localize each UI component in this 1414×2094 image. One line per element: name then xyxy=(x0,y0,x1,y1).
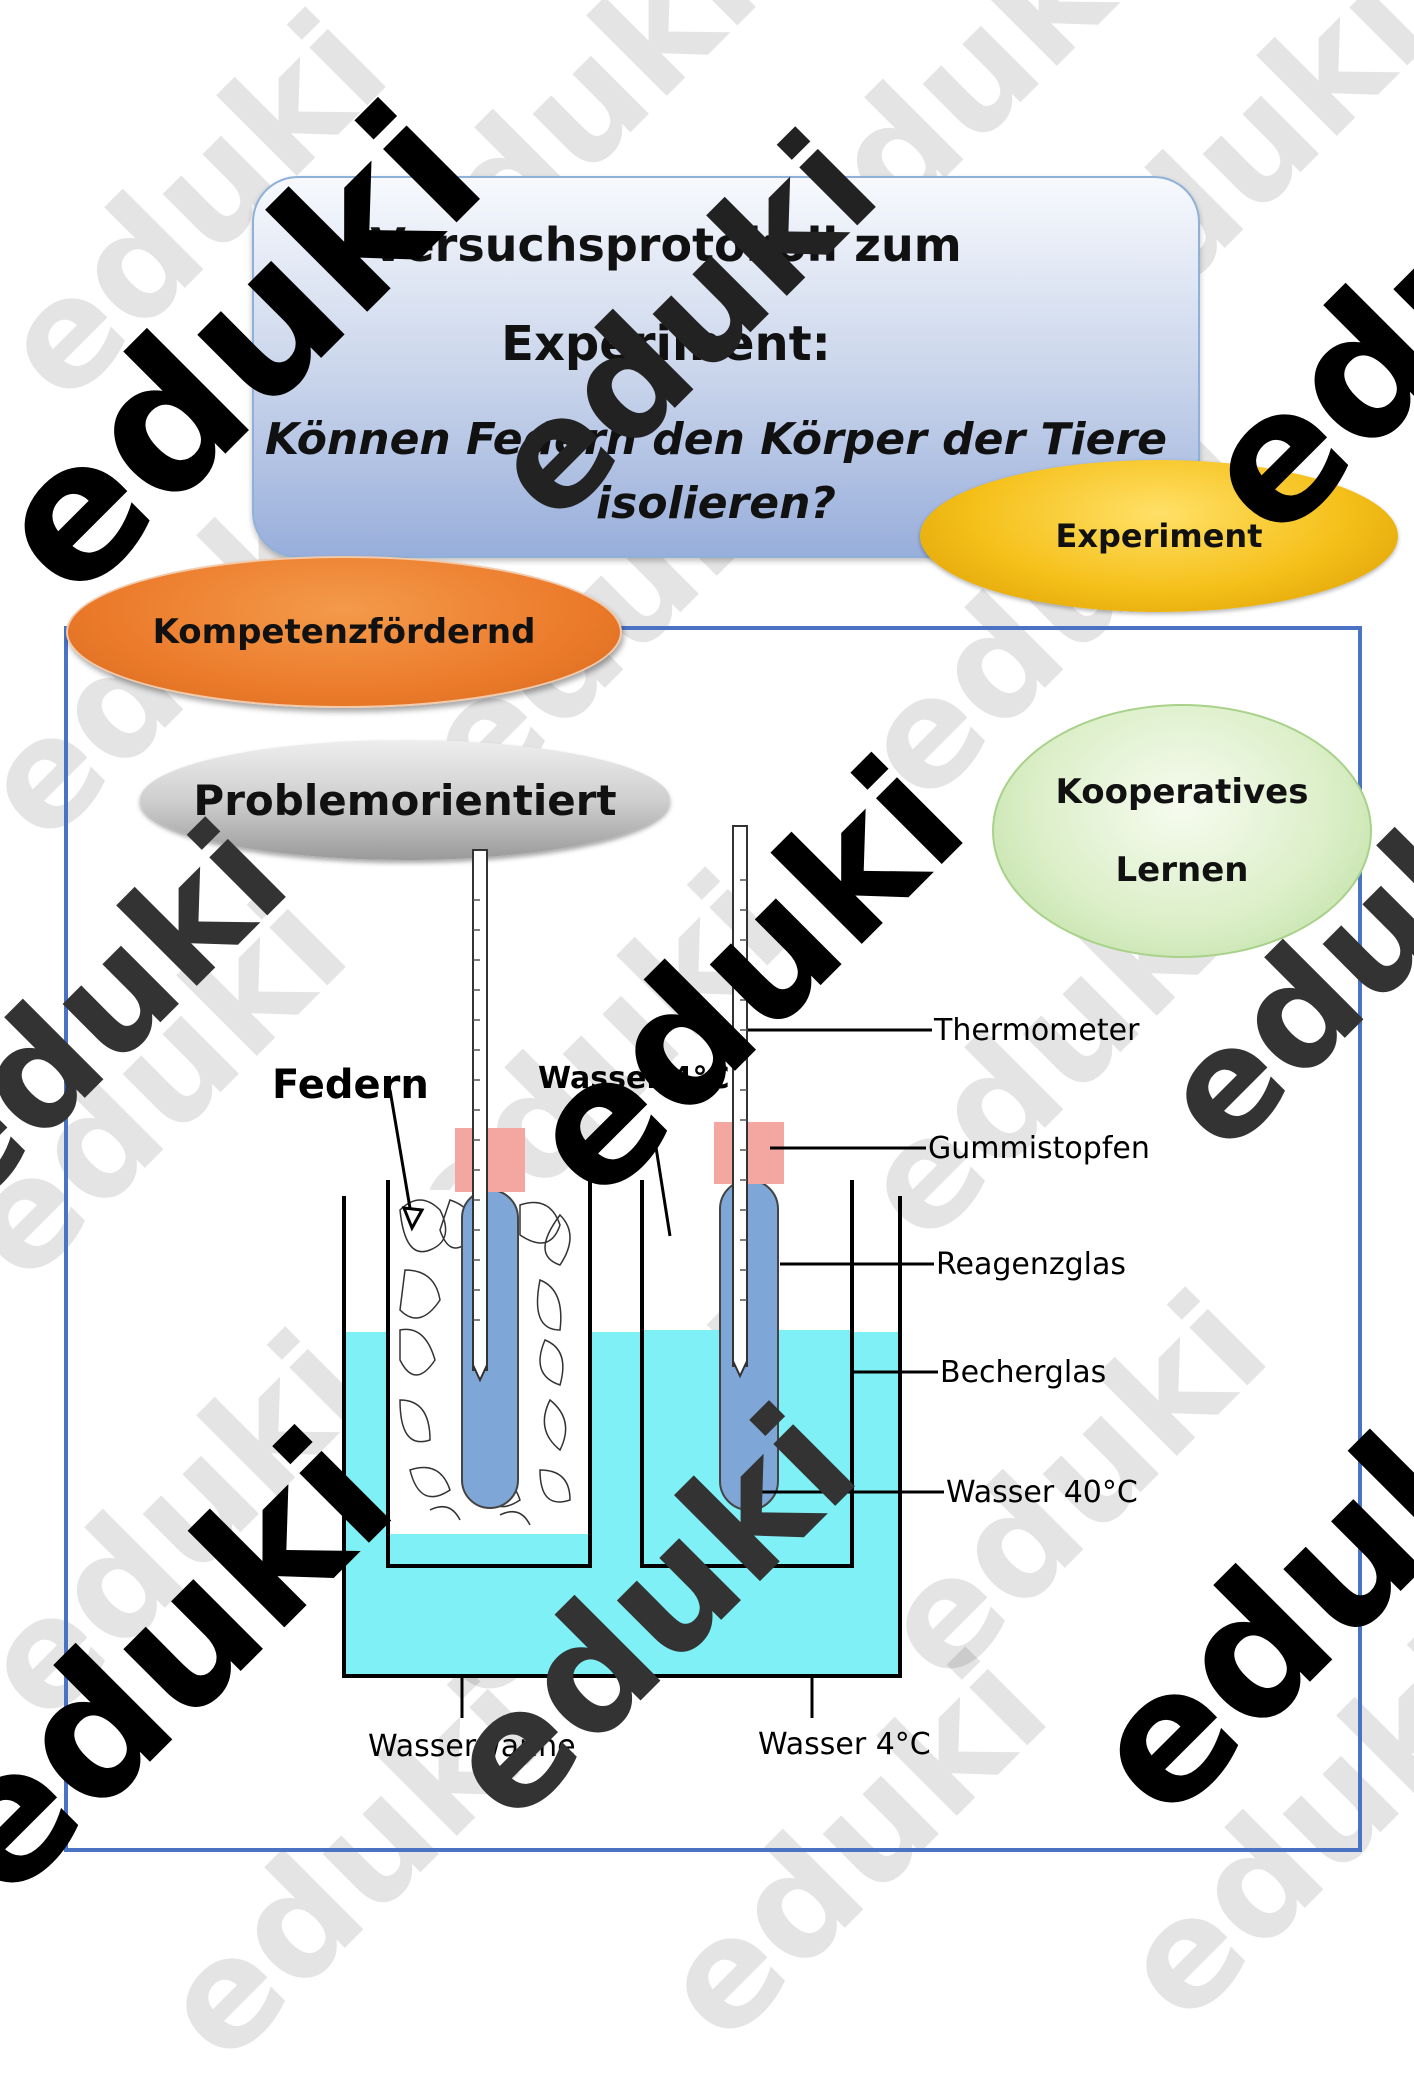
tag-kooperativ-line1: Kooperatives xyxy=(1055,772,1309,812)
tag-kompetenz: Kompetenzfördernd xyxy=(66,556,622,708)
experiment-diagram: Federn Wasser 4°C Thermometer Gummistopf… xyxy=(272,825,1150,1764)
label-gummistopfen: Gummistopfen xyxy=(928,1131,1150,1166)
title-line-1: Versuchsprotokoll zum xyxy=(370,218,962,272)
tag-experiment: Experiment xyxy=(920,460,1398,612)
label-federn: Federn xyxy=(272,1062,429,1108)
title-line-2: Experiment: xyxy=(501,316,831,372)
tag-problem-label: Problemorientiert xyxy=(193,775,617,825)
label-thermometer: Thermometer xyxy=(933,1013,1140,1048)
right-thermometer-scale xyxy=(740,879,747,1301)
label-wasserwanne: Wasserwanne xyxy=(368,1729,576,1764)
tag-kompetenz-label: Kompetenzfördernd xyxy=(152,612,536,652)
right-test-tube xyxy=(719,1179,779,1511)
label-becherglas: Becherglas xyxy=(940,1355,1106,1390)
left-stopper xyxy=(455,1128,525,1192)
basin-outline xyxy=(342,1196,902,1678)
right-stopper xyxy=(714,1122,784,1184)
left-beaker-outline xyxy=(386,1180,592,1568)
feathers-fill xyxy=(399,1199,571,1526)
tag-kooperativ-line2: Lernen xyxy=(1115,850,1249,890)
left-thermometer-scale xyxy=(473,899,480,1321)
tag-experiment-label: Experiment xyxy=(1055,517,1263,555)
diagram-frame xyxy=(64,626,1362,1852)
tag-kooperativ: Kooperatives Lernen xyxy=(992,704,1372,958)
tag-problem: Problemorientiert xyxy=(140,740,670,860)
title-question: Können Federn den Körper der Tiere isoli… xyxy=(265,414,1167,529)
label-leaders xyxy=(388,1028,944,1718)
title-box: Versuchsprotokoll zum Experiment: Können… xyxy=(252,176,1200,558)
label-wasser-bottom: Wasser 4°C xyxy=(758,1727,931,1762)
left-test-tube xyxy=(461,1189,519,1509)
label-reagenzglas: Reagenzglas xyxy=(936,1247,1126,1282)
label-wasser-40: Wasser 40°C xyxy=(946,1475,1138,1510)
right-thermometer xyxy=(732,825,748,1367)
label-wasser-top: Wasser 4°C xyxy=(538,1061,729,1096)
